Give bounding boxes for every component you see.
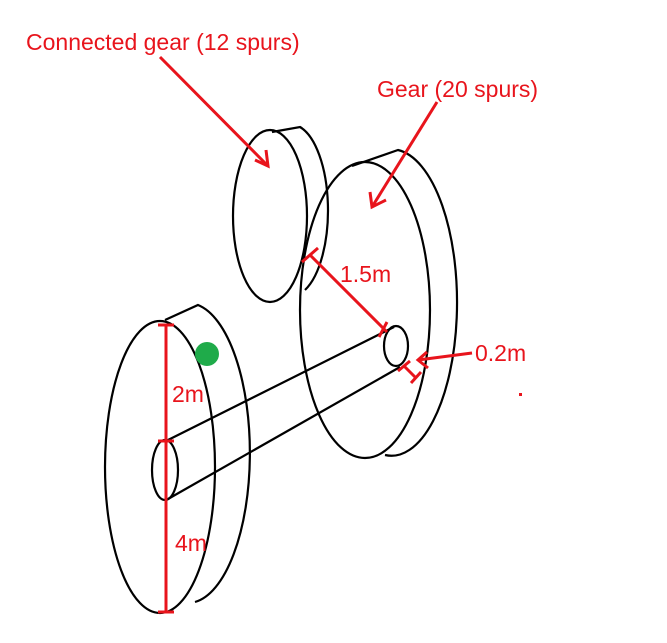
gear-pointer [370,101,439,208]
dimension-tick [301,246,319,264]
axle-thickness-label: 0.2m [475,340,526,366]
wheel-face [103,319,217,615]
green-marker [195,342,219,366]
large-gear-back [351,148,459,457]
connected-gear-pointer [158,55,270,168]
wheel-lower-label: 4m [175,530,207,556]
wheel-upper-label: 2m [172,381,204,407]
axle-top-edge [165,326,395,442]
dimension-tick [377,321,389,338]
dimension-tick [397,359,411,373]
axle-end-gear [382,324,410,368]
axle-bottom-edge [167,366,401,500]
large-gear-face [298,160,432,460]
connected-gear [231,125,330,304]
connected-gear-face [231,128,309,304]
axle [150,324,410,502]
stray-dot [519,393,522,396]
axle-thickness-line [402,364,418,380]
axle-distance-line [308,253,389,334]
axle-distance-label: 1.5m [340,261,391,287]
arrow-head-icon [254,149,270,169]
arrow-head-icon [415,350,429,370]
annotations: Connected gear (12 spurs) Gear (20 spurs… [26,29,538,614]
connected-gear-label: Connected gear (12 spurs) [26,29,300,55]
large-gear [298,148,459,460]
thickness-pointer [417,351,473,362]
connected-gear-back [271,125,330,291]
arrow-head-icon [368,191,387,210]
gear-label: Gear (20 spurs) [377,76,538,102]
dimension-tick [409,370,423,385]
